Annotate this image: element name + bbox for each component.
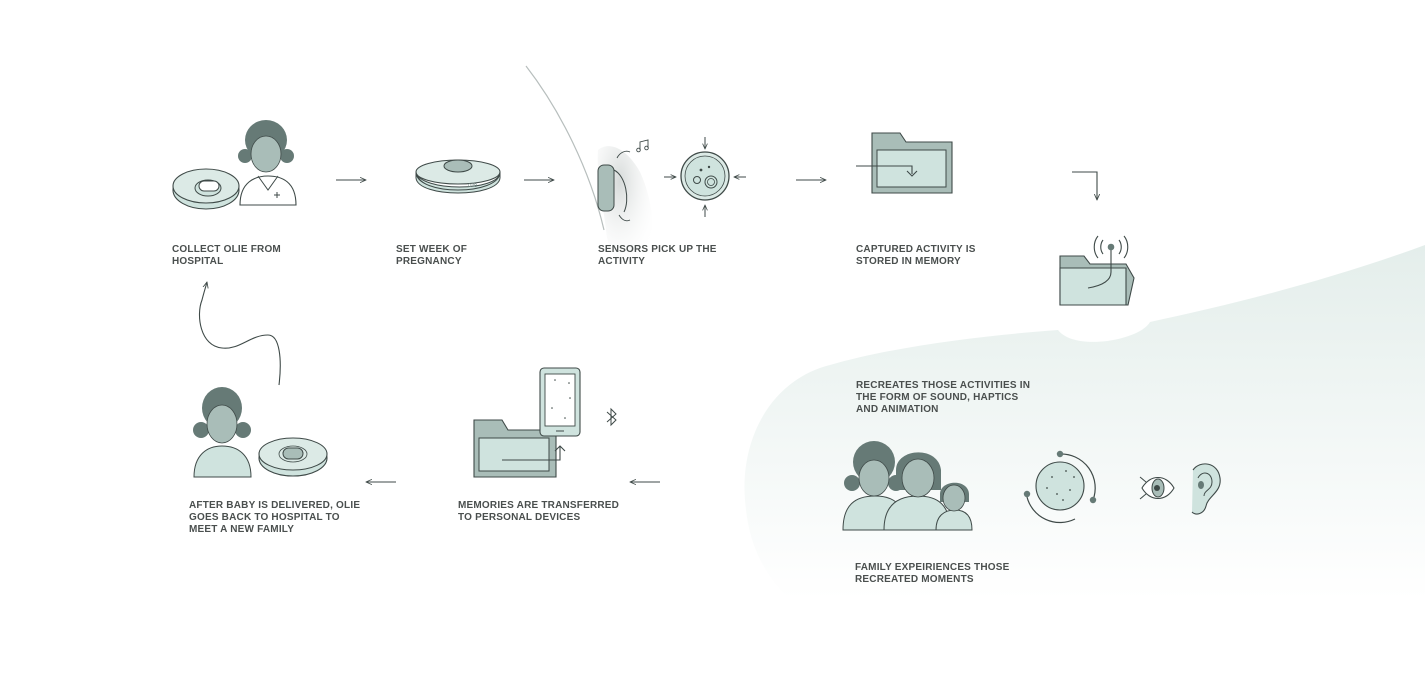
bluetooth-icon: [606, 407, 617, 427]
step-caption-return: AFTER BABY IS DELIVERED, OLIE GOES BACK …: [189, 500, 361, 535]
nurse-icon: [238, 120, 297, 206]
mother-icon: [193, 387, 252, 478]
return-arrow: [199, 282, 281, 386]
svg-text:olie: olie: [468, 183, 478, 189]
arrow-4: [1072, 171, 1097, 200]
sensor-circle-icon: [680, 151, 730, 201]
step-caption-transfer: MEMORIES ARE TRANSFERRED TO PERSONAL DEV…: [458, 500, 620, 523]
folder-icon: [856, 132, 953, 194]
step-caption-family: FAMILY EXPEIRIENCES THOSE RECREATED MOME…: [855, 562, 1010, 585]
step-caption-recreates: RECREATES THOSE ACTIVITIES IN THE FORM O…: [856, 380, 1031, 415]
music-note-icon: [636, 139, 649, 153]
decorative-curve: [525, 65, 605, 231]
step-caption-sensors: SENSORS PICK UP THE ACTIVITY: [598, 244, 717, 267]
device-icon: [172, 168, 240, 210]
animation-orb-icon: [1023, 450, 1097, 524]
step-caption-stored: CAPTURED ACTIVITY IS STORED IN MEMORY: [856, 244, 976, 267]
device-icon: olie: [415, 159, 501, 194]
phone-icon: [502, 367, 581, 461]
step-caption-set-week: SET WEEK OF PREGNANCY: [396, 244, 468, 267]
step-caption-collect: COLLECT OLIE FROM HOSPITAL: [172, 244, 281, 267]
ear-icon: [1191, 463, 1221, 515]
hand-with-device-icon: [597, 146, 653, 266]
folder-icon: [473, 419, 557, 478]
wireless-folder-icon: [1059, 235, 1135, 306]
family-icon: [842, 441, 973, 531]
device-icon: [258, 437, 328, 477]
eye-icon: [1139, 476, 1175, 500]
